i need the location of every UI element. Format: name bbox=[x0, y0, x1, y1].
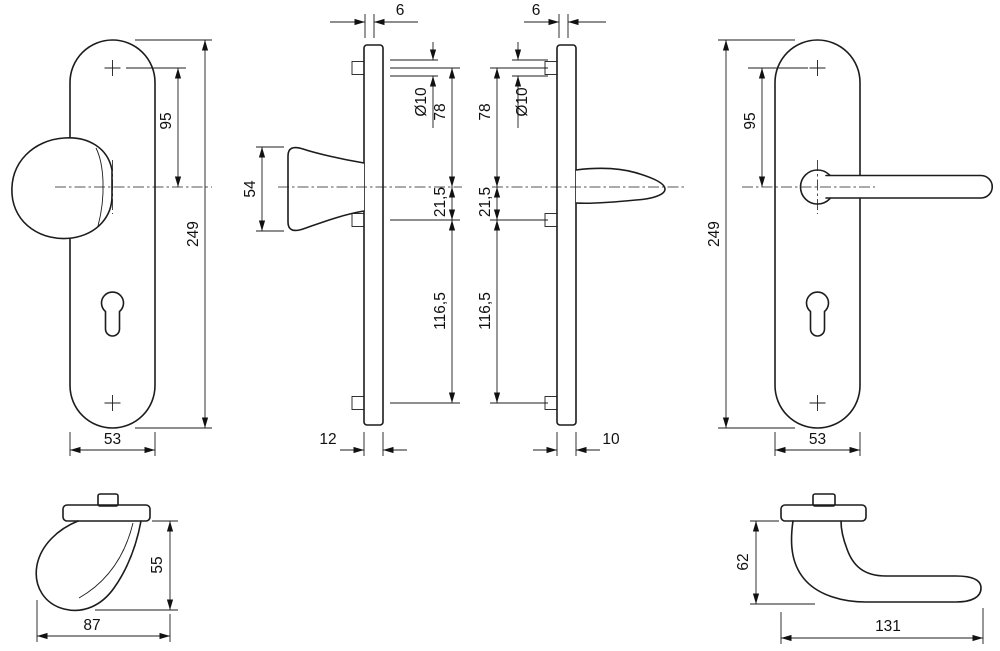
knob-rose-cap bbox=[62, 504, 151, 522]
spindle-boss bbox=[812, 493, 836, 507]
extension-line bbox=[95, 520, 178, 611]
dim-21-5-label: 21,5 bbox=[432, 187, 449, 217]
screw-cross bbox=[104, 395, 121, 411]
lever-body-outline bbox=[790, 520, 982, 603]
knob-crease-line bbox=[95, 147, 104, 227]
extension-line bbox=[256, 146, 284, 232]
extension-line bbox=[750, 520, 815, 605]
cylinder-keyhole bbox=[805, 291, 830, 337]
extension-line bbox=[556, 432, 577, 456]
dim-dia10-label: Ø10 bbox=[413, 87, 430, 117]
spindle-boss bbox=[97, 493, 119, 507]
knob-outline bbox=[11, 137, 113, 240]
knob-fill bbox=[11, 137, 112, 239]
view-lever-front: 95 249 53 bbox=[706, 39, 993, 456]
lever-rose-cap bbox=[780, 504, 867, 522]
extension-line bbox=[490, 67, 548, 404]
knob-profile-outline bbox=[287, 146, 365, 232]
dim-249-label: 249 bbox=[185, 221, 202, 247]
dim-6-label: 6 bbox=[532, 2, 541, 19]
knob-body-outline bbox=[35, 520, 142, 612]
fixing-bolt bbox=[351, 61, 365, 75]
knob-profile-fill bbox=[288, 147, 364, 231]
view-lever-profile: 62 131 bbox=[735, 493, 984, 644]
lever-grip-outline bbox=[825, 174, 993, 199]
screw-cross bbox=[809, 395, 826, 411]
dim-95-label: 95 bbox=[742, 112, 759, 129]
extension-line bbox=[390, 67, 460, 404]
dim-249-label: 249 bbox=[706, 221, 723, 247]
backplate-outline bbox=[774, 39, 861, 429]
view-knob-front: 95 249 53 bbox=[11, 39, 212, 456]
dim-12-label: 12 bbox=[319, 431, 336, 448]
dim-6-label: 6 bbox=[396, 2, 405, 19]
dim-21-5-label: 21,5 bbox=[477, 187, 494, 217]
lever-profile-outline bbox=[575, 167, 666, 205]
lever-profile-fill bbox=[576, 168, 665, 204]
extension-line bbox=[718, 39, 808, 429]
view-knob-side: 6 54 Ø10 78 21,5 116,5 12 bbox=[242, 2, 462, 456]
dim-55-label: 55 bbox=[149, 556, 166, 573]
screw-cross bbox=[809, 60, 826, 76]
screw-cross bbox=[104, 60, 121, 76]
knob-body-crease bbox=[78, 522, 134, 599]
dim-62-label: 62 bbox=[735, 553, 752, 570]
backplate-profile bbox=[556, 44, 577, 426]
dim-87-label: 87 bbox=[83, 617, 100, 634]
dim-53-label: 53 bbox=[809, 431, 826, 448]
extension-line bbox=[364, 14, 375, 38]
view-knob-profile: 55 87 bbox=[35, 493, 178, 642]
lever-grip-fill bbox=[826, 175, 993, 198]
dim-95-label: 95 bbox=[158, 112, 175, 129]
extension-line bbox=[363, 432, 384, 456]
extension-line bbox=[558, 14, 569, 38]
dim-53-label: 53 bbox=[104, 431, 121, 448]
cylinder-keyhole bbox=[100, 291, 125, 337]
view-lever-side: 6 Ø10 78 21,5 116,5 10 bbox=[477, 2, 685, 456]
dim-116-5-label: 116,5 bbox=[432, 292, 449, 330]
fixing-bolt bbox=[351, 396, 365, 410]
dim-10-label: 10 bbox=[602, 431, 620, 448]
dim-dia10-label: Ø10 bbox=[514, 87, 531, 117]
dim-78-label: 78 bbox=[477, 103, 494, 120]
dim-131-label: 131 bbox=[875, 618, 901, 635]
fixing-bolt bbox=[351, 213, 365, 227]
dim-78-label: 78 bbox=[432, 103, 449, 120]
backplate-profile bbox=[363, 44, 384, 426]
dim-54-label: 54 bbox=[242, 180, 259, 198]
dim-116-5-label: 116,5 bbox=[477, 292, 494, 330]
